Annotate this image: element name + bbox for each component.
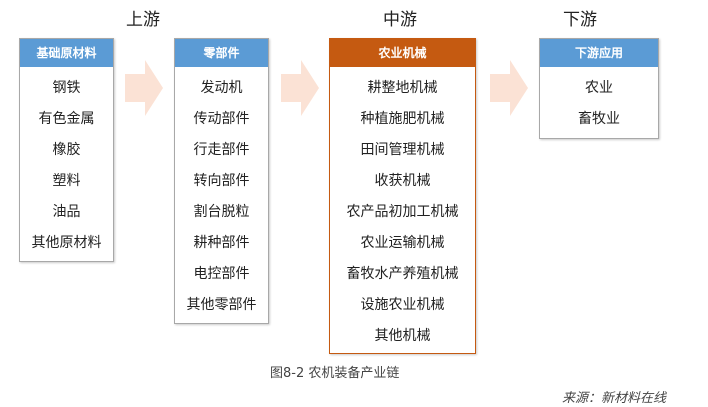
box-header: 下游应用 — [540, 39, 658, 67]
list-item: 塑料 — [52, 173, 81, 189]
list-item: 畜牧业 — [578, 111, 620, 127]
stage-midstream: 中游 — [383, 10, 417, 30]
box-raw-materials: 基础原材料 钢铁有色金属橡胶塑料油品其他原材料 — [19, 38, 114, 262]
list-item: 其他原材料 — [31, 235, 102, 251]
list-item: 种植施肥机械 — [360, 111, 445, 127]
list-item: 农产品初加工机械 — [346, 204, 459, 220]
list-item: 畜牧水产养殖机械 — [346, 266, 459, 282]
list-item: 农业运输机械 — [360, 235, 445, 251]
list-item: 转向部件 — [193, 173, 250, 189]
list-item: 耕整地机械 — [367, 80, 438, 96]
box-header: 零部件 — [175, 39, 268, 67]
list-item: 农业 — [585, 80, 613, 96]
list-item: 割台脱粒 — [193, 204, 250, 220]
box-header: 农业机械 — [330, 39, 475, 67]
list-item: 收获机械 — [374, 173, 431, 189]
list-item: 油品 — [52, 204, 81, 220]
stage-downstream: 下游 — [563, 10, 597, 30]
list-item: 钢铁 — [52, 80, 81, 96]
list-item: 电控部件 — [193, 266, 250, 282]
list-item: 田间管理机械 — [360, 142, 445, 158]
list-item: 有色金属 — [38, 111, 95, 127]
list-item: 耕种部件 — [193, 235, 250, 251]
list-item: 其他机械 — [374, 328, 431, 344]
list-item: 传动部件 — [193, 111, 250, 127]
box-header: 基础原材料 — [20, 39, 113, 67]
list-item: 行走部件 — [193, 142, 250, 158]
source-note: 来源：新材料在线 — [562, 391, 667, 406]
figure-caption: 图8-2 农机装备产业链 — [270, 366, 400, 381]
box-agri-machinery: 农业机械 耕整地机械种植施肥机械田间管理机械收获机械农产品初加工机械农业运输机械… — [329, 38, 476, 354]
arrow-right-icon — [281, 60, 319, 116]
box-components: 零部件 发动机传动部件行走部件转向部件割台脱粒耕种部件电控部件其他零部件 — [174, 38, 269, 324]
stage-upstream: 上游 — [126, 10, 160, 30]
arrow-right-icon — [490, 60, 528, 116]
list-item: 其他零部件 — [186, 297, 257, 313]
arrow-right-icon — [125, 60, 163, 116]
list-item: 设施农业机械 — [360, 297, 445, 313]
box-downstream-apps: 下游应用 农业畜牧业 — [539, 38, 659, 139]
list-item: 发动机 — [200, 80, 243, 96]
list-item: 橡胶 — [52, 142, 81, 158]
